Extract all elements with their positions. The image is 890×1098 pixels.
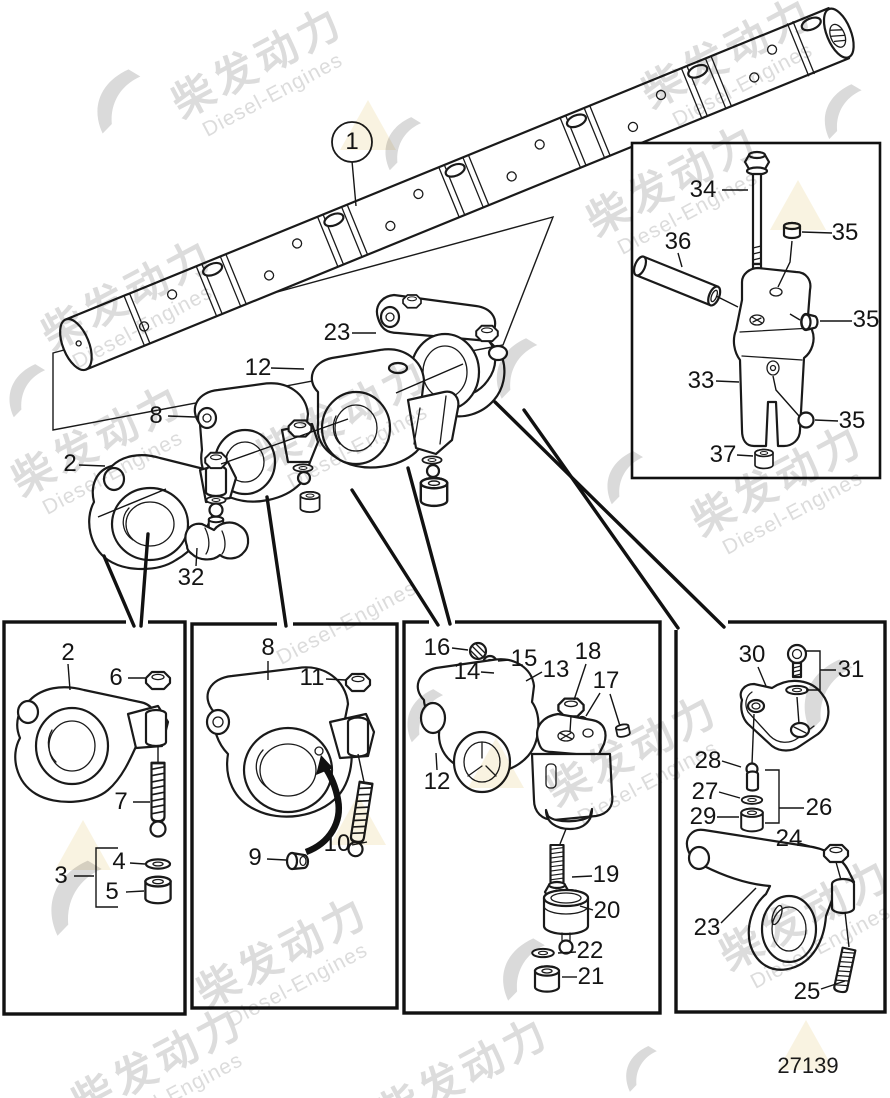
aim-line-arm8 [220, 418, 349, 465]
callout-22: 22 [576, 937, 604, 964]
callout-24: 24 [775, 825, 803, 852]
callout-29: 29 [689, 803, 717, 830]
tr-leaders [677, 189, 852, 457]
callout-13: 13 [542, 656, 570, 683]
callout-12-b3: 12 [423, 768, 451, 795]
callout-37: 37 [709, 441, 737, 468]
callout-10: 10 [323, 830, 351, 857]
callout-30: 30 [738, 641, 766, 668]
aim-line-arm2 [97, 488, 167, 518]
callout-2-main: 2 [63, 450, 77, 477]
callout-2-b1: 2 [61, 639, 75, 666]
callout-11: 11 [299, 664, 325, 691]
callout-17: 17 [592, 667, 620, 694]
b3-bushing-21 [533, 965, 561, 993]
b2-plug-9 [285, 851, 310, 871]
b4-leaders [717, 650, 846, 990]
callout-16: 16 [423, 634, 451, 661]
callout-8-b2: 8 [261, 634, 275, 661]
figure-number: 27139 [777, 1053, 839, 1078]
b4-nut-24 [822, 843, 850, 864]
callout-18: 18 [574, 638, 602, 665]
box-pointer-lines [102, 400, 726, 630]
callout-36: 36 [664, 228, 692, 255]
callout-14: 14 [453, 658, 481, 685]
callout-6: 6 [109, 664, 123, 691]
callout-4: 4 [112, 848, 126, 875]
callout-26: 26 [805, 794, 833, 821]
b3-piston-20 [542, 888, 590, 955]
callout-23-b4: 23 [693, 914, 721, 941]
b1-nut-6 [144, 670, 172, 691]
callout-19: 19 [592, 861, 620, 888]
b4-bolt-31 [785, 643, 809, 725]
tr-bracket-33 [715, 266, 815, 448]
aim-line-arm23 [395, 363, 464, 394]
callout-7: 7 [114, 788, 128, 815]
callout-33: 33 [687, 367, 715, 394]
b4-washer-27 [740, 795, 764, 805]
main-clamp-32 [184, 521, 250, 561]
tr-plug-35a [782, 221, 802, 240]
callout-35b: 35 [852, 306, 880, 333]
callout-28: 28 [694, 747, 722, 774]
callout-1: 1 [345, 128, 359, 155]
callout-34: 34 [689, 176, 717, 203]
callout-9: 9 [248, 844, 262, 871]
b2-arm-8 [205, 666, 376, 818]
callout-12-main: 12 [244, 354, 272, 381]
b1-arm-2 [14, 686, 170, 803]
callout-27: 27 [691, 778, 719, 805]
main-leaders [78, 332, 376, 567]
b1-washer-4 [144, 858, 172, 870]
callout-23-main: 23 [323, 319, 351, 346]
callout-20: 20 [593, 897, 621, 924]
callout-35c: 35 [838, 407, 866, 434]
callout-3: 3 [54, 862, 68, 889]
tr-plug-35b [800, 312, 819, 332]
callout-5: 5 [105, 878, 119, 905]
b2-nut-11 [344, 672, 372, 693]
rocker-shaft [59, 7, 855, 372]
tr-bolt-34 [743, 150, 771, 304]
b3-leaders [435, 647, 621, 978]
callout-32: 32 [177, 564, 205, 591]
b3-washer-22 [531, 947, 555, 959]
tr-pin-36 [632, 255, 722, 307]
callout-31: 31 [837, 656, 865, 683]
b1-screw-7 [149, 746, 167, 838]
tr-plug-35c [797, 411, 815, 429]
b4-bushing-29 [740, 807, 764, 833]
main-arm-12 [310, 348, 460, 508]
callout-35a: 35 [831, 219, 859, 246]
b1-bushing-5 [144, 875, 172, 905]
callout-8-main: 8 [149, 402, 163, 429]
tr-plug-37 [754, 448, 774, 470]
b4-pin-28 [745, 713, 760, 792]
callout-21: 21 [577, 963, 605, 990]
callout-15: 15 [510, 645, 538, 672]
callout-25: 25 [793, 978, 821, 1005]
